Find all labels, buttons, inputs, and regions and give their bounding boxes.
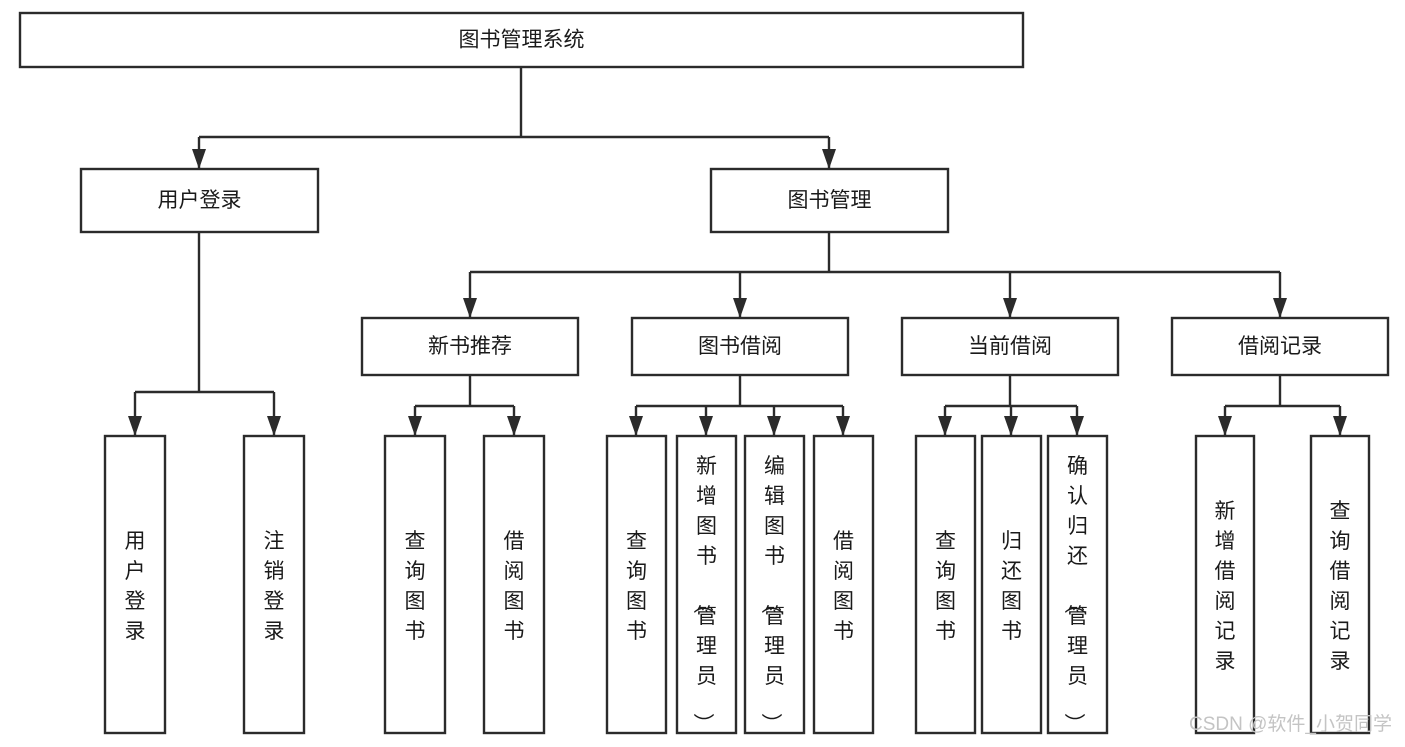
leaf-node-10[interactable]: 确认归还（管理员） <box>1046 434 1109 735</box>
connector-group <box>128 232 281 436</box>
leaf-node-2-box[interactable] <box>383 434 447 735</box>
leaf-node-0-box[interactable] <box>103 434 167 735</box>
leaf-node-2[interactable]: 查询图书 <box>383 434 447 735</box>
level3-node-2-box[interactable] <box>900 316 1120 377</box>
leaf-node-3[interactable]: 借阅图书 <box>482 434 546 735</box>
level3-node-0-box[interactable] <box>360 316 580 377</box>
level2-node-1-box[interactable] <box>709 167 950 234</box>
leaf-node-7-label: 借阅图书 <box>833 530 854 643</box>
leaf-node-7-box[interactable] <box>812 434 875 735</box>
arrow-head-icon <box>507 416 521 436</box>
leaf-node-10-box[interactable] <box>1046 434 1109 735</box>
leaf-node-5-box[interactable] <box>675 434 738 735</box>
root-node-book-management-system-box[interactable] <box>18 11 1025 69</box>
root-node-book-management-system[interactable]: 图书管理系统 <box>18 11 1025 69</box>
arrow-head-icon <box>463 298 477 318</box>
leaf-node-8-box[interactable] <box>914 434 977 735</box>
leaf-node-12[interactable]: 查询借阅记录 <box>1309 434 1371 735</box>
level2-node-0-label: 用户登录 <box>158 189 242 212</box>
level3-node-2-label: 当前借阅 <box>968 335 1052 358</box>
arrow-head-icon <box>938 416 952 436</box>
level2-node-1-label: 图书管理 <box>788 189 872 212</box>
leaf-node-4-box[interactable] <box>605 434 668 735</box>
leaf-node-6[interactable]: 编辑图书（管理员） <box>743 434 806 735</box>
level3-node-3-box[interactable] <box>1170 316 1390 377</box>
level3-node-0-label: 新书推荐 <box>428 335 512 358</box>
leaf-node-6-box[interactable] <box>743 434 806 735</box>
level3-node-1-label: 图书借阅 <box>698 335 782 358</box>
connector-group <box>192 67 836 169</box>
leaf-node-6-label: 编辑图书（管理员） <box>759 455 785 734</box>
leaf-node-4[interactable]: 查询图书 <box>605 434 668 735</box>
connector-group <box>408 375 521 436</box>
leaf-node-12-label: 查询借阅记录 <box>1330 500 1351 673</box>
arrow-head-icon <box>1273 298 1287 318</box>
leaf-node-3-box[interactable] <box>482 434 546 735</box>
connector-group <box>1218 375 1347 436</box>
leaf-node-5[interactable]: 新增图书（管理员） <box>675 434 738 735</box>
arrow-head-icon <box>1218 416 1232 436</box>
level2-node-1[interactable]: 图书管理 <box>709 167 950 234</box>
arrow-head-icon <box>192 149 206 169</box>
level3-node-1-box[interactable] <box>630 316 850 377</box>
leaf-node-3-label: 借阅图书 <box>504 530 525 643</box>
csdn-watermark: CSDN @软件_小贺同学 <box>1189 713 1392 735</box>
arrow-head-icon <box>699 416 713 436</box>
leaf-node-9-label: 归还图书 <box>1001 530 1022 643</box>
arrow-head-icon <box>1004 416 1018 436</box>
connector-layer <box>128 67 1347 436</box>
leaf-node-11[interactable]: 新增借阅记录 <box>1194 434 1256 735</box>
root-node-book-management-system-label: 图书管理系统 <box>459 29 585 52</box>
leaf-node-2-label: 查询图书 <box>405 530 426 643</box>
level2-node-0[interactable]: 用户登录 <box>79 167 320 234</box>
leaf-node-1-box[interactable] <box>242 434 306 735</box>
leaf-node-1[interactable]: 注销登录 <box>242 434 306 735</box>
leaf-node-9[interactable]: 归还图书 <box>980 434 1043 735</box>
arrow-head-icon <box>267 416 281 436</box>
level2-node-0-box[interactable] <box>79 167 320 234</box>
leaf-node-7[interactable]: 借阅图书 <box>812 434 875 735</box>
leaf-node-4-label: 查询图书 <box>626 530 647 643</box>
leaf-node-8-label: 查询图书 <box>935 530 956 643</box>
connector-group <box>938 375 1084 436</box>
level3-node-3[interactable]: 借阅记录 <box>1170 316 1390 377</box>
connector-group <box>463 232 1287 318</box>
arrow-head-icon <box>767 416 781 436</box>
leaf-node-10-label: 确认归还（管理员） <box>1062 455 1088 734</box>
leaf-node-0-label: 用户登录 <box>125 530 146 643</box>
arrow-head-icon <box>1333 416 1347 436</box>
arrow-head-icon <box>1003 298 1017 318</box>
level3-node-2[interactable]: 当前借阅 <box>900 316 1120 377</box>
connector-group <box>629 375 850 436</box>
arrow-head-icon <box>836 416 850 436</box>
arrow-head-icon <box>629 416 643 436</box>
leaf-node-0[interactable]: 用户登录 <box>103 434 167 735</box>
leaf-node-8[interactable]: 查询图书 <box>914 434 977 735</box>
leaf-node-11-box[interactable] <box>1194 434 1256 735</box>
level3-node-1[interactable]: 图书借阅 <box>630 316 850 377</box>
arrow-head-icon <box>408 416 422 436</box>
leaf-node-11-label: 新增借阅记录 <box>1215 500 1236 673</box>
leaf-node-9-box[interactable] <box>980 434 1043 735</box>
node-layer: 图书管理系统用户登录图书管理新书推荐图书借阅当前借阅借阅记录用户登录注销登录查询… <box>18 11 1390 735</box>
leaf-node-12-box[interactable] <box>1309 434 1371 735</box>
arrow-head-icon <box>733 298 747 318</box>
arrow-head-icon <box>822 149 836 169</box>
leaf-node-1-label: 注销登录 <box>264 530 285 643</box>
arrow-head-icon <box>1070 416 1084 436</box>
arrow-head-icon <box>128 416 142 436</box>
level3-node-3-label: 借阅记录 <box>1238 335 1322 358</box>
leaf-node-5-label: 新增图书（管理员） <box>691 455 717 734</box>
level3-node-0[interactable]: 新书推荐 <box>360 316 580 377</box>
